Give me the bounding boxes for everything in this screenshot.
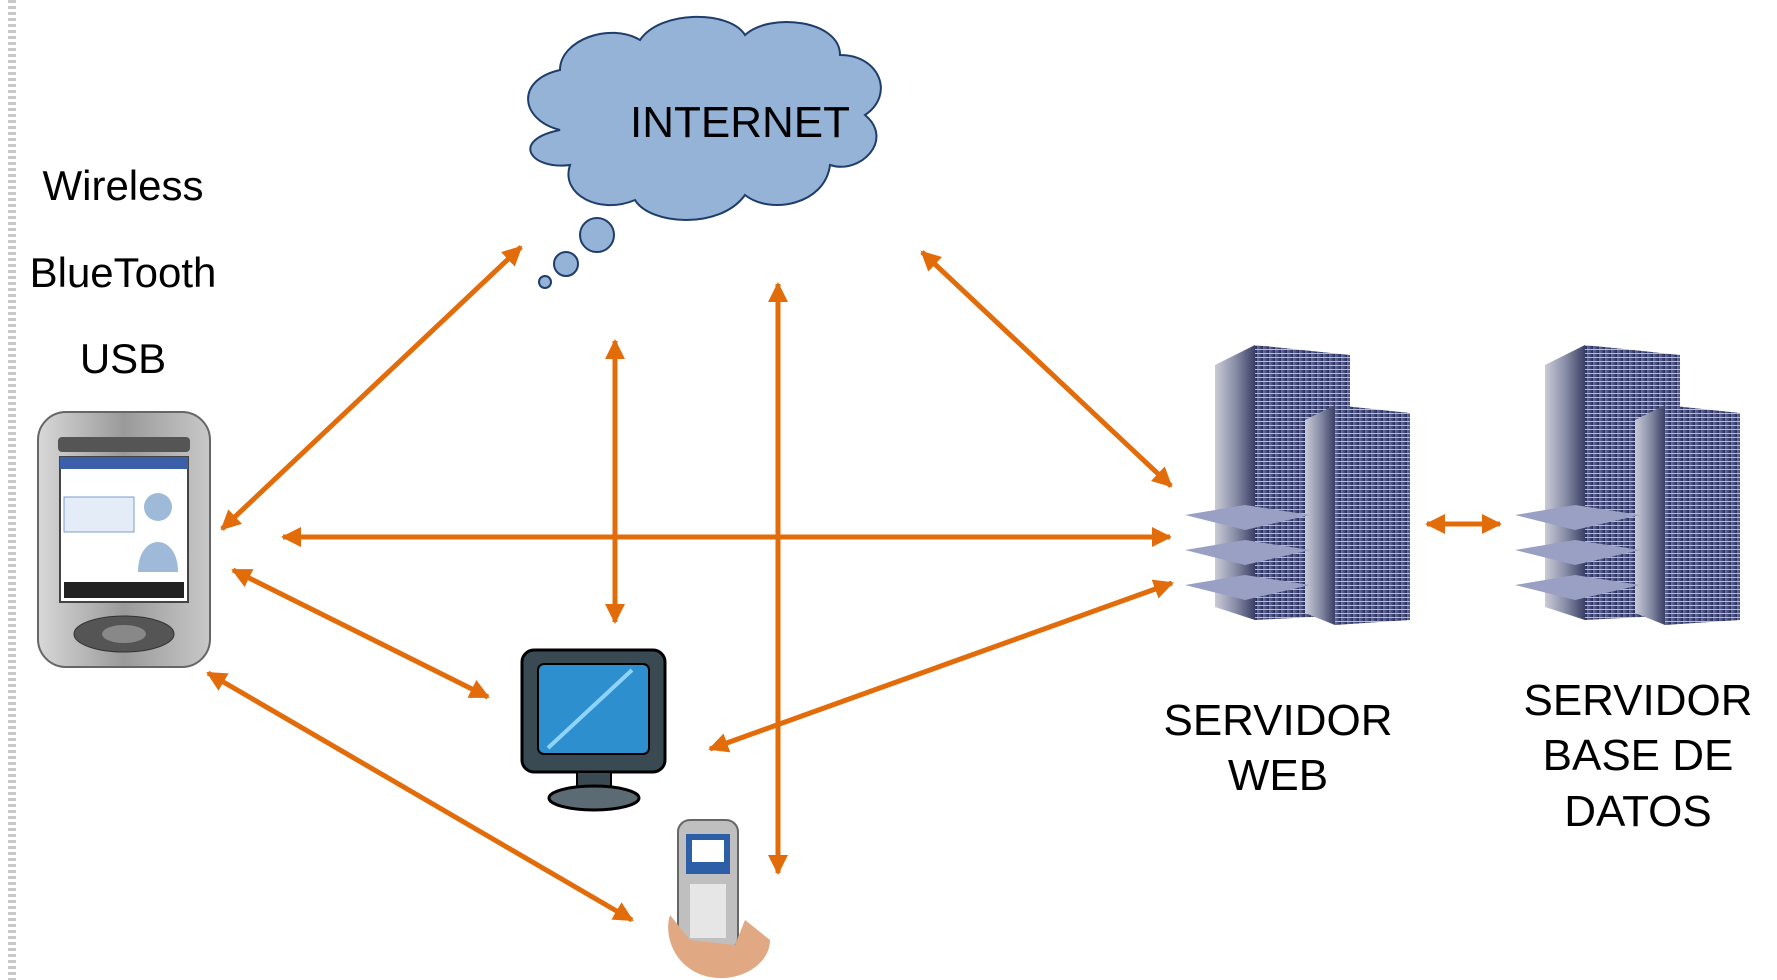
cloud-label: INTERNET bbox=[630, 98, 850, 147]
connectivity-bluetooth: BlueTooth bbox=[30, 249, 217, 296]
db-server-label-line-3: DATOS bbox=[1564, 787, 1712, 836]
db-server-label-line-1: SERVIDOR bbox=[1523, 676, 1752, 725]
web-server-label-line-1: SERVIDOR bbox=[1163, 696, 1392, 745]
web-server-label-line-2: WEB bbox=[1228, 751, 1328, 800]
database-server-icon bbox=[1515, 345, 1740, 625]
connection-arrows bbox=[206, 245, 1502, 923]
connectivity-usb: USB bbox=[80, 335, 166, 382]
web-server-icon bbox=[1185, 345, 1410, 625]
arrow-pda-monitor bbox=[231, 567, 490, 700]
arrow-internet-webserver bbox=[920, 250, 1173, 488]
mobile-phone-icon bbox=[668, 819, 770, 979]
internet-cloud: INTERNET bbox=[527, 15, 882, 289]
pda-icon bbox=[37, 411, 211, 668]
arrow-webserver-monitor bbox=[708, 579, 1174, 753]
db-server-label-line-2: BASE DE bbox=[1543, 731, 1734, 780]
arrow-pda-phone bbox=[206, 670, 634, 923]
monitor-icon bbox=[520, 648, 667, 812]
arrow-pda-internet bbox=[220, 245, 523, 531]
connectivity-wireless: Wireless bbox=[42, 162, 203, 209]
